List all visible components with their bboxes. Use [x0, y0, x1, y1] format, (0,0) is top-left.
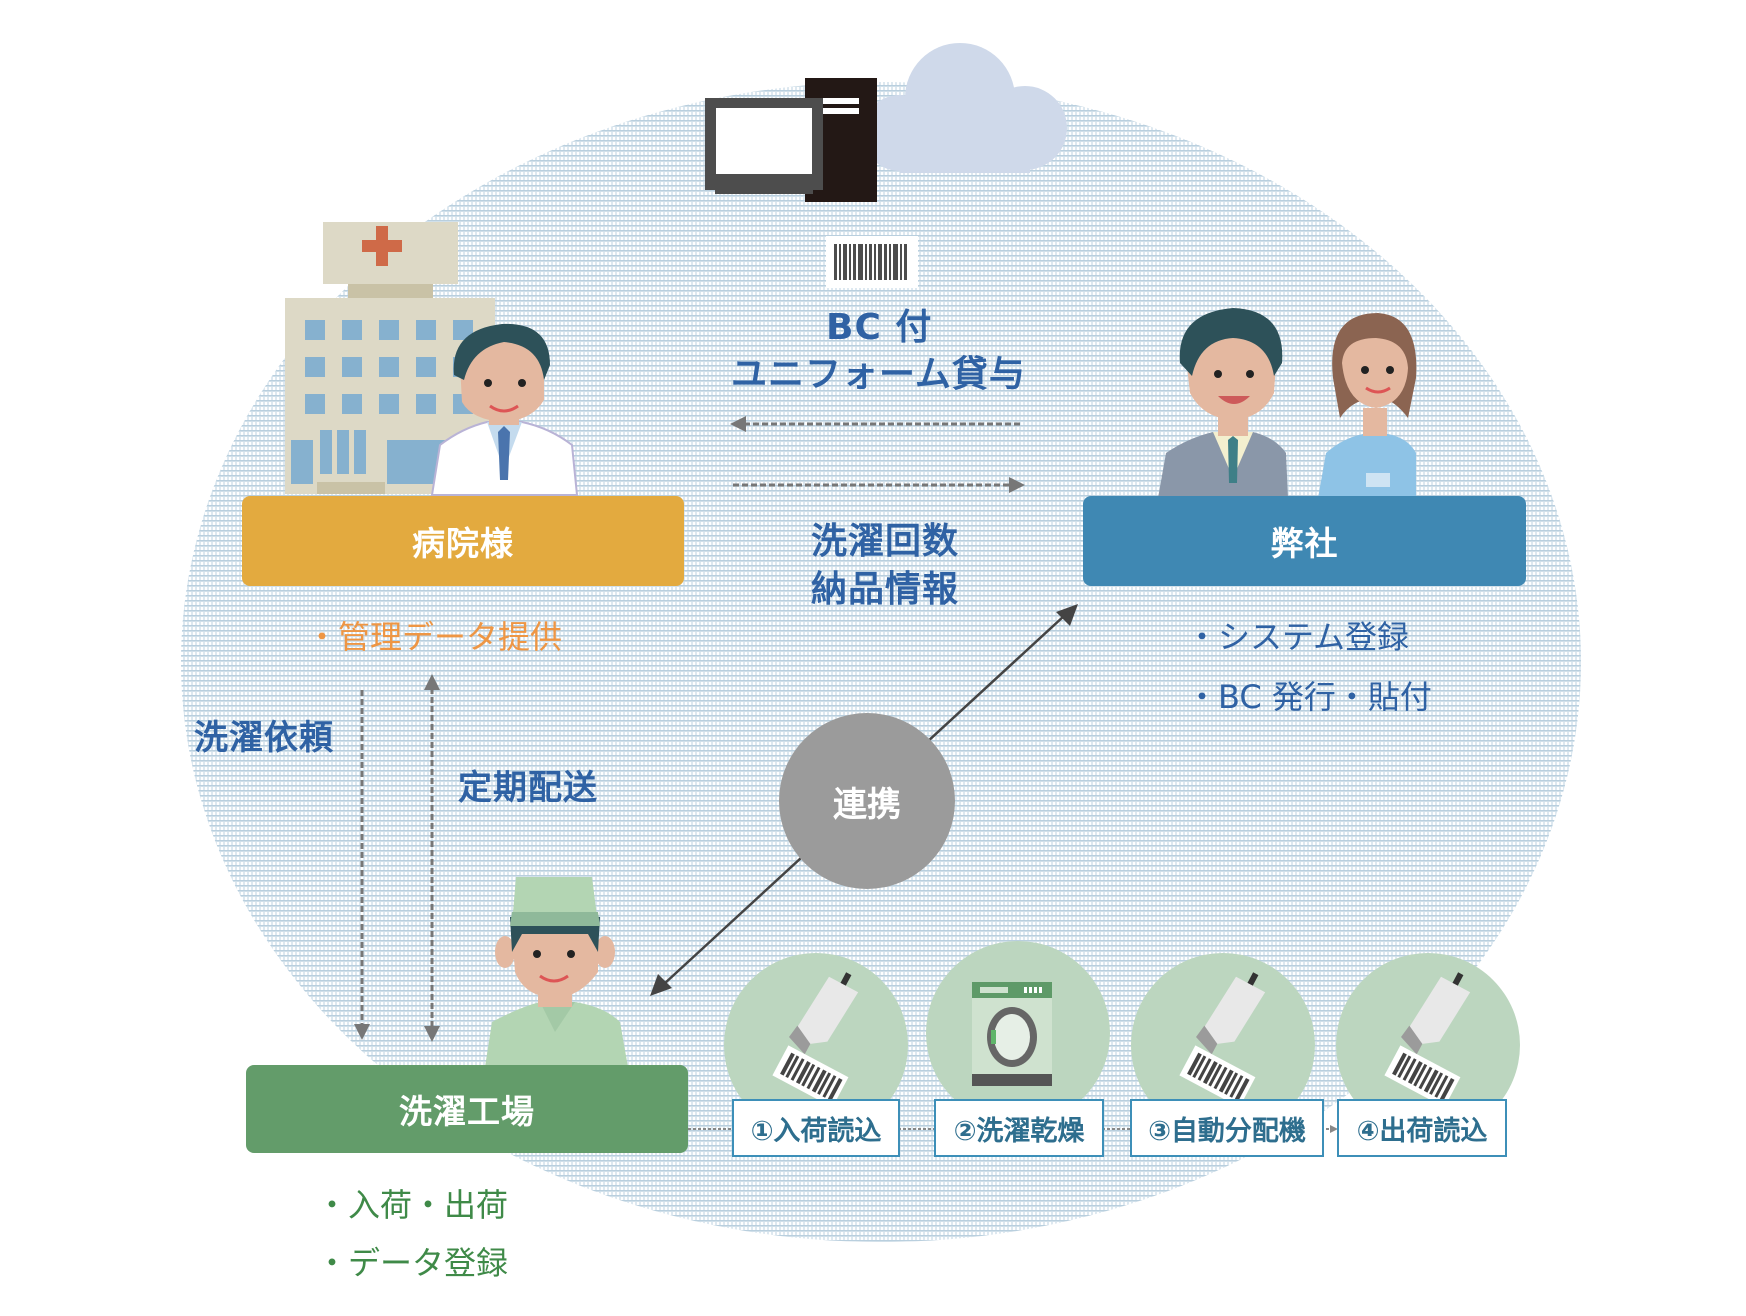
factory-bullet-0: ・入荷・出荷 [316, 1186, 509, 1224]
barcode-icon [826, 236, 918, 288]
barcode-scanner-icon [1384, 972, 1471, 1108]
step-3-label: ③自動分配機 [1130, 1099, 1324, 1157]
arrow-delivery-both [424, 674, 440, 1042]
doctor-avatar [430, 323, 579, 496]
step-1-label: ①入荷読込 [732, 1099, 900, 1157]
flow-label-uniform: ユニフォーム貸与 [731, 354, 1026, 395]
arrow-to-company [733, 477, 1025, 493]
factory-label: 洗濯工場 [246, 1065, 688, 1153]
arrow-request-down [354, 690, 370, 1040]
hospital-title: 病院様 [412, 524, 514, 563]
factory-bullet-1: ・データ登録 [316, 1244, 509, 1282]
flow-label-wash-request: 洗濯依頼 [194, 718, 334, 758]
factory-worker-avatar [485, 877, 628, 1067]
desktop-computer-icon [705, 78, 877, 202]
hospital-bullet-0: ・管理データ提供 [306, 618, 563, 656]
link-label: 連携 [833, 784, 901, 825]
company-bullet-0: ・システム登録 [1186, 618, 1410, 656]
flow-label-bc: BC 付 [826, 307, 933, 348]
washing-machine-icon [972, 982, 1052, 1086]
step-2-label: ②洗濯乾燥 [934, 1099, 1104, 1157]
arrow-to-hospital [730, 416, 1022, 432]
hospital-label: 病院様 [242, 496, 684, 586]
company-bullet-1: ・BC 発行・貼付 [1186, 678, 1432, 716]
company-label: 弊社 [1083, 496, 1526, 586]
flow-label-wash-count: 洗濯回数 [811, 521, 960, 562]
flow-label-regular-delivery: 定期配送 [458, 768, 598, 808]
factory-title: 洗濯工場 [399, 1092, 535, 1131]
barcode-scanner-icon [772, 972, 859, 1108]
company-staff-avatars [1158, 308, 1417, 498]
link-circle: 連携 [779, 713, 955, 889]
step-4-label: ④出荷読込 [1337, 1099, 1507, 1157]
cloud-icon [862, 43, 1067, 173]
step-connector [688, 1125, 1338, 1133]
barcode-scanner-icon [1179, 972, 1266, 1108]
flow-label-delivery-info: 納品情報 [811, 569, 960, 610]
company-title: 弊社 [1270, 524, 1339, 563]
